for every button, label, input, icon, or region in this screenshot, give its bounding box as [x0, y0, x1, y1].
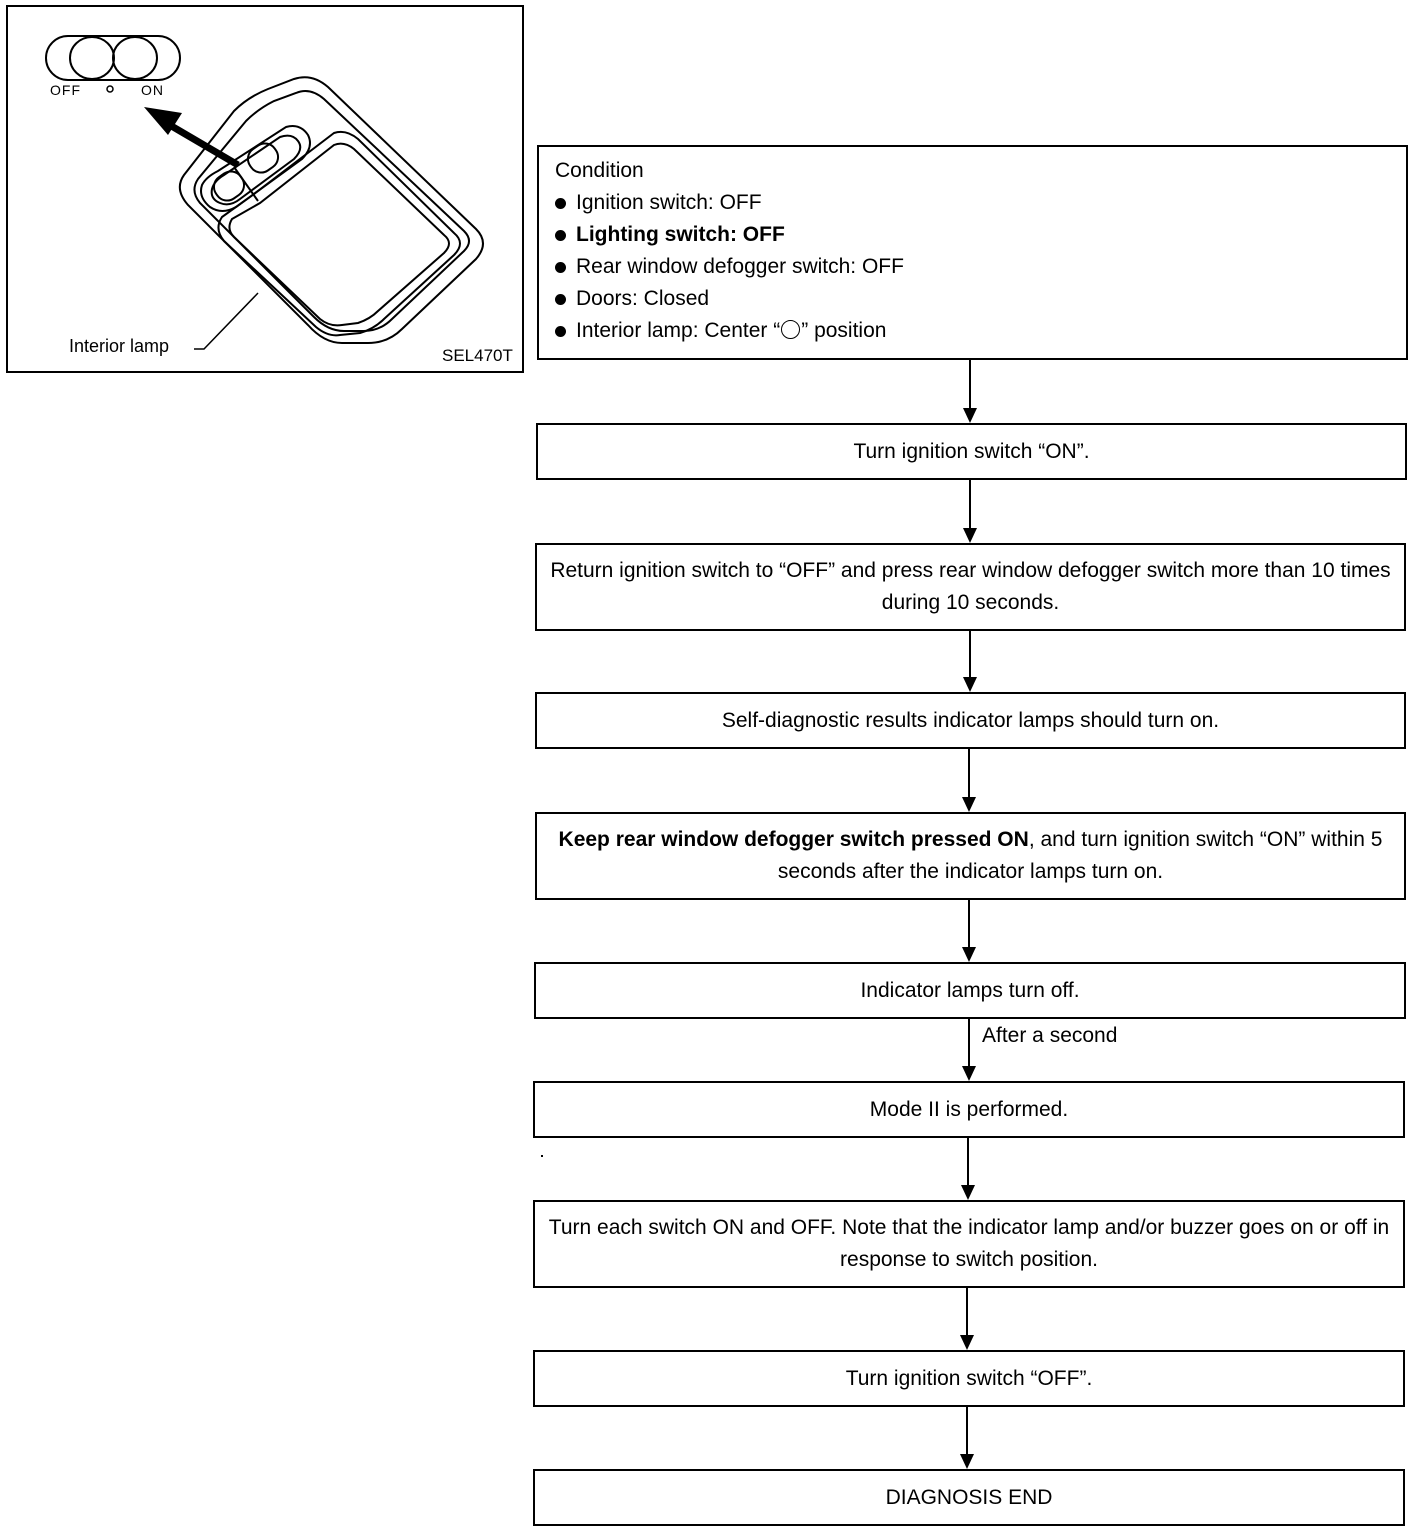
step-box: Indicator lamps turn off. [534, 962, 1406, 1019]
arrow-down-icon [963, 677, 977, 692]
scan-speck [541, 1155, 543, 1157]
condition-box: Condition Ignition switch: OFF Lighting … [537, 145, 1408, 360]
bullet-icon [555, 325, 566, 337]
connector-line [967, 1138, 969, 1187]
arrow-icon [144, 107, 240, 169]
end-box: DIAGNOSIS END [533, 1469, 1405, 1526]
connector-line [966, 1288, 968, 1337]
bullet-icon [555, 293, 566, 305]
arrow-down-icon [961, 1185, 975, 1200]
arrow-down-icon [963, 528, 977, 543]
condition-item: Ignition switch: OFF [555, 187, 1390, 219]
figure-code: SEL470T [442, 346, 513, 365]
arrow-down-icon [963, 408, 977, 423]
arrow-down-icon [960, 1335, 974, 1350]
switch-on-label: ON [141, 82, 164, 98]
arrow-down-icon [962, 797, 976, 812]
edge-label: After a second [982, 1024, 1118, 1047]
step-box: Turn ignition switch “ON”. [536, 423, 1407, 480]
condition-item: Rear window defogger switch: OFF [555, 251, 1390, 283]
bullet-icon [555, 261, 566, 273]
connector-line [968, 1019, 970, 1068]
step-box: Mode II is performed. [533, 1081, 1405, 1138]
circle-position-icon [781, 320, 801, 339]
condition-item: Interior lamp: Center “” position [555, 315, 1390, 347]
switch-detail-icon [45, 35, 181, 81]
connector-line [968, 749, 970, 799]
step-box: Turn each switch ON and OFF. Note that t… [533, 1200, 1405, 1288]
arrow-down-icon [962, 1066, 976, 1081]
bullet-icon [555, 229, 566, 241]
leader-line [194, 292, 259, 350]
connector-line [969, 480, 971, 530]
condition-item: Doors: Closed [555, 283, 1390, 315]
interior-lamp-drawing [45, 35, 484, 350]
condition-item: Lighting switch: OFF [555, 219, 1390, 251]
connector-line [968, 900, 970, 949]
step-box: Return ignition switch to “OFF” and pres… [535, 543, 1406, 631]
arrow-down-icon [960, 1454, 974, 1469]
condition-heading: Condition [555, 159, 644, 182]
interior-lamp-label: Interior lamp [69, 336, 170, 356]
lamp-housing-icon [178, 76, 484, 344]
interior-lamp-illustration: OFF ON Interior lamp SEL470T [6, 5, 524, 373]
step-box: Keep rear window defogger switch pressed… [535, 812, 1406, 900]
connector-line [966, 1407, 968, 1456]
step-box: Turn ignition switch “OFF”. [533, 1350, 1405, 1407]
switch-off-label: OFF [50, 82, 81, 98]
arrow-down-icon [962, 947, 976, 962]
center-dot-icon [106, 85, 114, 93]
connector-line [969, 360, 971, 410]
bullet-icon [555, 197, 566, 209]
step-box: Self-diagnostic results indicator lamps … [535, 692, 1406, 749]
connector-line [969, 631, 971, 679]
